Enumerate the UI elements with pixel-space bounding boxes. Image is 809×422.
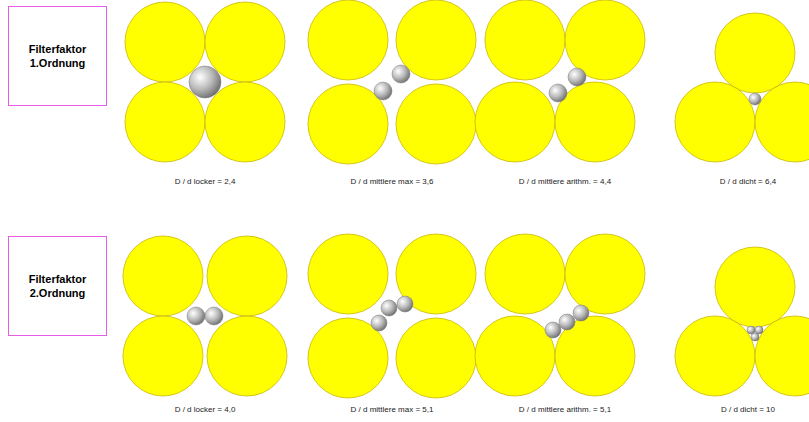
fine-grain xyxy=(371,315,387,331)
coarse-grain xyxy=(675,316,755,396)
coarse-grain xyxy=(123,316,203,396)
ratio-label: D / d mittlere arithm. = 4,4 xyxy=(519,177,611,186)
ratio-label: D / d dicht = 10 xyxy=(721,405,775,414)
fine-grain xyxy=(568,68,586,86)
coarse-grain xyxy=(485,234,565,314)
ratio-label: D / d dicht = 6,4 xyxy=(720,177,776,186)
title-box: Filterfaktor 2.Ordnung xyxy=(8,236,107,336)
coarse-grain xyxy=(123,236,203,316)
coarse-grain xyxy=(396,234,476,314)
coarse-grain xyxy=(308,234,388,314)
coarse-grain xyxy=(755,82,809,162)
fine-grain xyxy=(189,66,221,98)
coarse-grain xyxy=(565,234,645,314)
coarse-grain xyxy=(207,316,287,396)
fine-grain xyxy=(755,326,763,334)
fine-grain xyxy=(374,82,392,100)
coarse-grain xyxy=(308,0,388,80)
coarse-grain xyxy=(396,84,476,164)
coarse-grain xyxy=(475,82,555,162)
fine-grain xyxy=(392,65,410,83)
coarse-grain xyxy=(485,0,565,80)
coarse-grain xyxy=(755,316,809,396)
fine-grain xyxy=(747,326,755,334)
fine-grain xyxy=(187,307,205,325)
coarse-grain xyxy=(715,247,795,327)
coarse-grain xyxy=(475,316,555,396)
ratio-label: D / d mittlere arithm. = 5,1 xyxy=(519,405,611,414)
ratio-label: D / d locker = 4,0 xyxy=(175,405,236,414)
fine-grain xyxy=(559,314,575,330)
fine-grain xyxy=(573,305,589,321)
coarse-grain xyxy=(675,82,755,162)
coarse-grain xyxy=(207,236,287,316)
box-title: Filterfaktor 1.Ordnung xyxy=(23,42,93,71)
coarse-grain xyxy=(715,13,795,93)
fine-grain xyxy=(751,333,759,341)
coarse-grain xyxy=(125,2,205,82)
fine-grain xyxy=(381,300,397,316)
fine-grain xyxy=(749,93,761,105)
coarse-grains xyxy=(123,0,809,398)
fine-grain xyxy=(549,84,567,102)
fine-grains xyxy=(187,65,763,341)
fine-grain xyxy=(397,296,413,312)
title-box: Filterfaktor 1.Ordnung xyxy=(8,6,107,106)
fine-grain xyxy=(545,322,561,338)
coarse-grain xyxy=(205,82,285,162)
coarse-grain xyxy=(205,2,285,82)
ratio-label: D / d mittlere max = 3,6 xyxy=(351,177,434,186)
fine-grain xyxy=(205,307,223,325)
coarse-grain xyxy=(125,82,205,162)
ratio-label: D / d mittlere max = 5,1 xyxy=(351,405,434,414)
box-title: Filterfaktor 2.Ordnung xyxy=(23,272,93,301)
ratio-label: D / d locker = 2,4 xyxy=(175,177,236,186)
coarse-grain xyxy=(396,318,476,398)
